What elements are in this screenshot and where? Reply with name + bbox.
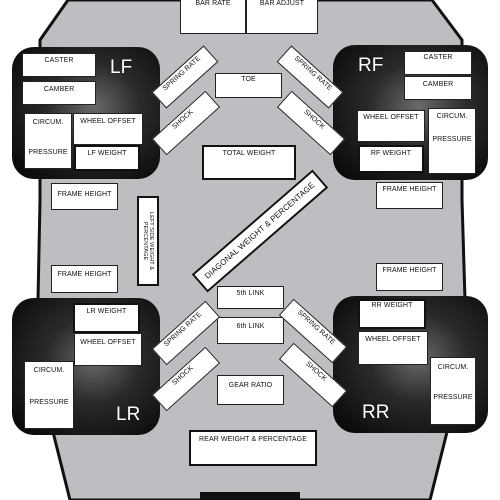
toe-label: TOE	[241, 76, 256, 83]
lf-pressure-label: PRESSURE	[28, 148, 68, 156]
rf-wheel-offset-label: WHEEL OFFSET	[363, 114, 419, 121]
sixth-link-box: 6th LINK	[217, 317, 284, 344]
right-rear-frame-height-label: FRAME HEIGHT	[382, 267, 437, 274]
right-front-frame-height-label: FRAME HEIGHT	[382, 186, 437, 193]
rf-camber-label: CAMBER	[422, 81, 454, 88]
lr-wheel-offset-box: WHEEL OFFSET	[74, 333, 142, 366]
fifth-link-box: 5th LINK	[217, 286, 284, 309]
total-weight-box: TOTAL WEIGHT	[202, 145, 296, 180]
bar-rate-box: BAR RATE	[180, 0, 246, 34]
left-side-weight-label: LEFT SIDE WEIGHT & PERCENTAGE	[142, 211, 155, 271]
rf-circum-box: CIRCUM. PRESSURE	[428, 108, 476, 174]
rf-pressure-label: PRESSURE	[432, 135, 472, 143]
lf-wheel-offset-box: WHEEL OFFSET	[73, 113, 143, 145]
rf-weight-box: RF WEIGHT	[358, 145, 424, 173]
rr-circum-box: CIRCUM. PRESSURE	[430, 357, 476, 425]
rr-corner-label: RR	[362, 402, 390, 423]
rr-weight-box: RR WEIGHT	[358, 299, 426, 329]
rr-circum-label: CIRCUM.	[437, 364, 469, 371]
gear-ratio-box: GEAR RATIO	[217, 375, 284, 405]
gear-ratio-label: GEAR RATIO	[228, 382, 273, 389]
rear-weight-label: REAR WEIGHT & PERCENTAGE	[199, 436, 307, 443]
rf-wheel-offset-box: WHEEL OFFSET	[357, 110, 425, 142]
lf-camber-box: CAMBER	[22, 81, 96, 105]
bar-rate-label: BAR RATE	[195, 0, 231, 7]
lr-pressure-label: PRESSURE	[29, 398, 69, 406]
left-front-frame-height-box: FRAME HEIGHT	[51, 183, 118, 210]
lr-weight-box: LR WEIGHT	[73, 303, 140, 333]
left-rear-frame-height-box: FRAME HEIGHT	[51, 265, 118, 293]
left-side-weight-box: LEFT SIDE WEIGHT & PERCENTAGE	[137, 196, 159, 286]
lf-circum-box: CIRCUM. PRESSURE	[24, 113, 72, 169]
rf-circum-label: CIRCUM.	[436, 113, 468, 120]
rr-weight-label: RR WEIGHT	[371, 302, 413, 309]
toe-box: TOE	[215, 73, 282, 98]
rf-caster-label: CASTER	[423, 54, 453, 61]
rr-wheel-offset-label: WHEEL OFFSET	[365, 336, 421, 343]
lf-weight-label: LF WEIGHT	[87, 150, 127, 157]
bottom-hitch	[200, 492, 300, 500]
fifth-link-label: 5th LINK	[236, 290, 265, 297]
rf-caster-box: CASTER	[404, 51, 472, 75]
left-rear-frame-height-label: FRAME HEIGHT	[57, 271, 112, 278]
lr-circum-label: CIRCUM.	[33, 367, 65, 374]
rr-wheel-offset-box: WHEEL OFFSET	[358, 331, 428, 365]
rr-pressure-label: PRESSURE	[433, 393, 473, 401]
lf-circum-label: CIRCUM.	[32, 119, 64, 126]
total-weight-label: TOTAL WEIGHT	[222, 150, 276, 157]
rf-weight-label: RF WEIGHT	[370, 150, 412, 157]
lf-caster-label: CASTER	[44, 57, 74, 64]
lr-corner-label: LR	[116, 404, 141, 425]
bar-adjust-box: BAR ADJUST	[246, 0, 318, 34]
bar-adjust-label: BAR ADJUST	[259, 0, 305, 7]
lf-corner-label: LF	[110, 57, 133, 78]
right-front-frame-height-box: FRAME HEIGHT	[376, 182, 443, 209]
lf-caster-box: CASTER	[22, 53, 96, 77]
rear-weight-box: REAR WEIGHT & PERCENTAGE	[189, 430, 317, 466]
lf-weight-box: LF WEIGHT	[74, 145, 140, 171]
lf-camber-label: CAMBER	[43, 86, 75, 93]
lf-wheel-offset-label: WHEEL OFFSET	[80, 118, 136, 125]
left-front-frame-height-label: FRAME HEIGHT	[57, 191, 112, 198]
rf-corner-label: RF	[358, 55, 384, 76]
rf-camber-box: CAMBER	[404, 76, 472, 100]
right-rear-frame-height-box: FRAME HEIGHT	[376, 263, 443, 291]
lr-circum-box: CIRCUM. PRESSURE	[24, 361, 74, 429]
lr-wheel-offset-label: WHEEL OFFSET	[80, 339, 136, 346]
sixth-link-label: 6th LINK	[236, 323, 265, 330]
lr-weight-label: LR WEIGHT	[86, 308, 127, 315]
